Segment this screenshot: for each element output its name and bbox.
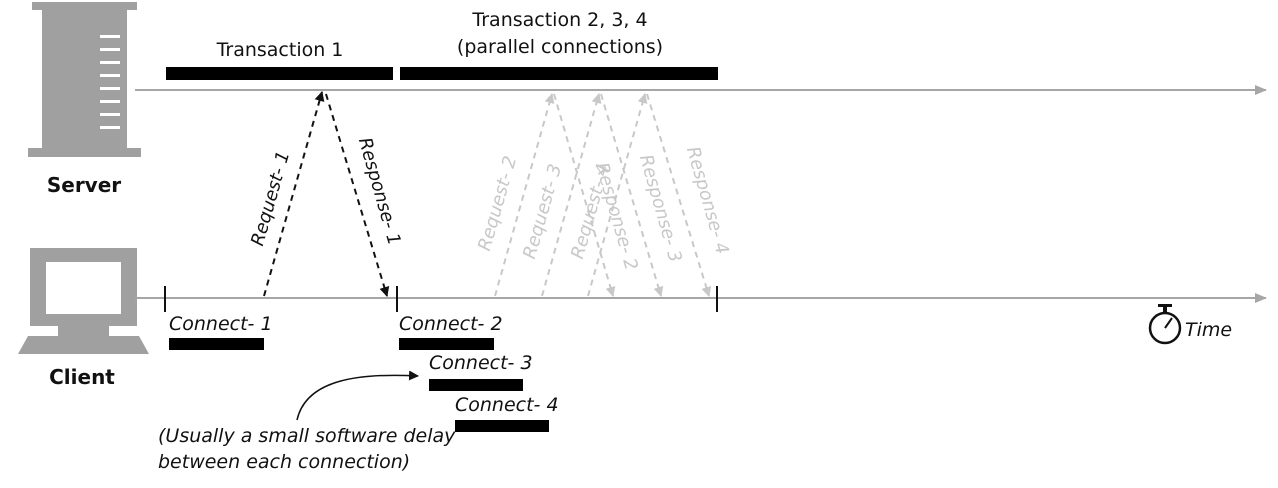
client-computer-icon <box>18 248 149 354</box>
client-label: Client <box>49 365 115 389</box>
server-label: Server <box>47 173 121 197</box>
delay-note-line1: (Usually a small software delay <box>158 425 456 447</box>
connect-1-label: Connect- 1 <box>169 313 273 335</box>
connect-3-label: Connect- 3 <box>429 352 533 374</box>
transaction-234-bar <box>400 67 718 80</box>
request-3-label: Request- 3 <box>519 162 566 262</box>
connect-1-bar <box>169 338 264 350</box>
delay-annotation-arrow <box>296 370 419 421</box>
connect-2-bar <box>399 338 494 350</box>
response-3-arrow <box>600 93 664 297</box>
connect-2-label: Connect- 2 <box>399 313 503 335</box>
transaction-1-bar <box>166 67 393 80</box>
time-label: Time <box>1185 319 1232 341</box>
delay-note-line2: between each connection) <box>158 451 410 473</box>
connect-4-label: Connect- 4 <box>455 394 559 416</box>
request-2-label: Request- 2 <box>474 154 521 254</box>
stopwatch-icon <box>1148 304 1182 345</box>
request-1-label: Request- 1 <box>247 149 294 249</box>
request-2-arrow <box>494 93 555 297</box>
request-4-arrow <box>587 93 648 297</box>
transaction-234-label: Transaction 2, 3, 4 <box>471 9 647 31</box>
server-icon <box>28 2 141 157</box>
response-3-label: Response- 3 <box>635 152 686 264</box>
response-4-label: Response- 4 <box>682 144 733 256</box>
connect-3-bar <box>429 379 523 391</box>
parallel-arrows <box>494 93 712 297</box>
transaction-1-label: Transaction 1 <box>216 39 344 61</box>
response-1-label: Response- 1 <box>354 135 405 247</box>
request-1-arrow <box>263 91 325 297</box>
response-4-arrow <box>646 93 712 297</box>
transaction-234-sublabel: (parallel connections) <box>457 36 663 58</box>
response-1-arrow <box>325 93 390 297</box>
connect-4-bar <box>455 420 549 432</box>
response-2-arrow <box>553 93 616 297</box>
request-3-arrow <box>541 93 602 297</box>
